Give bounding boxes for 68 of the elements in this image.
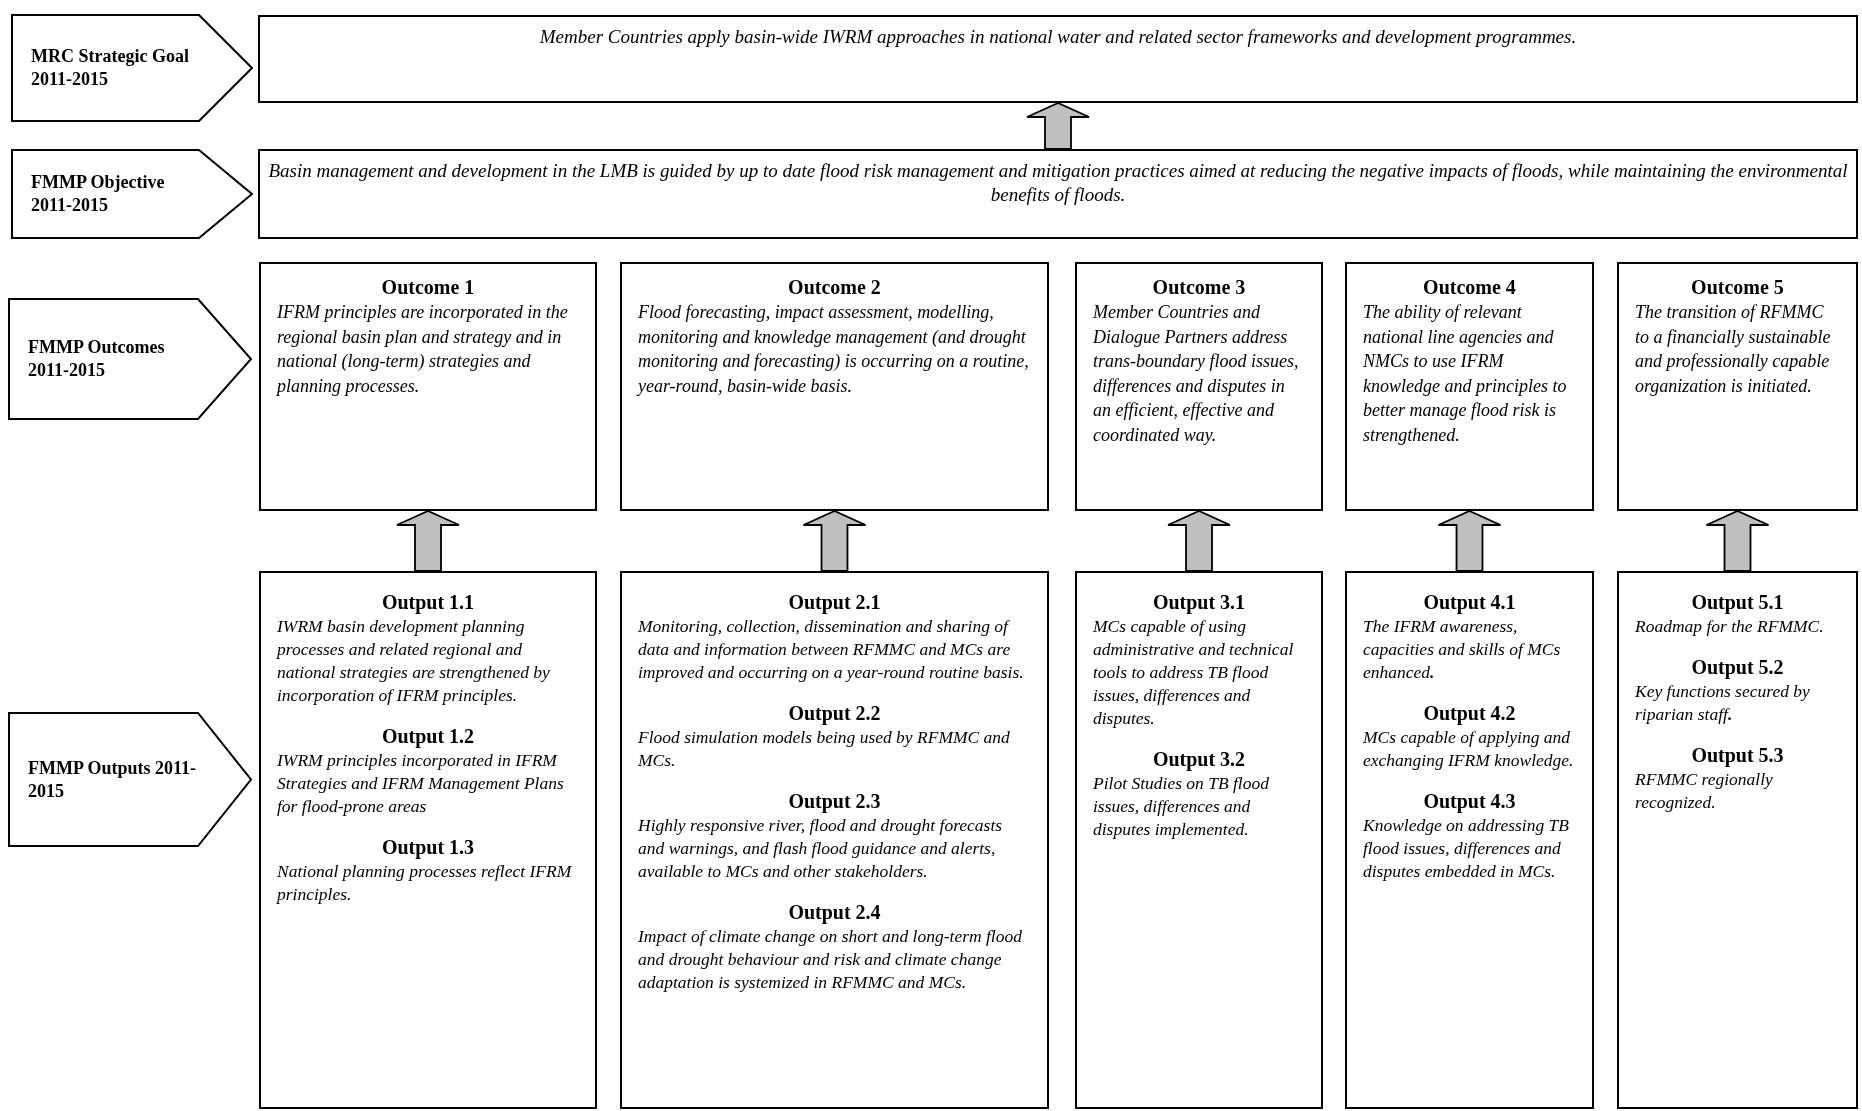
description-text: National planning processes reflect IFRM principles.	[277, 860, 573, 906]
output-box	[259, 571, 597, 1109]
stage-label: FMMP Outcomes 2011-2015	[28, 336, 166, 382]
description-text: Member Countries and Dialogue Partners address trans-boundary flood issues, differences and disputes in an efficient, effective and coordinated way.	[1093, 301, 1300, 447]
block-arrow	[1705, 510, 1770, 572]
box-heading: Output 4.2	[1422, 701, 1517, 726]
description-text: Flood simulation models being used by RFMMC and MCs.	[638, 726, 1011, 772]
block-arrow	[1026, 102, 1090, 150]
block-arrow	[1437, 510, 1502, 572]
stage-label: FMMP Objective 2011-2015	[31, 171, 166, 217]
box-heading: Output 5.1	[1690, 590, 1785, 615]
outcome-box	[1617, 262, 1858, 511]
statement-box	[258, 15, 1858, 103]
box-heading: Output 4.3	[1422, 789, 1517, 814]
description-text: IFRM principles are incorporated in the regional basin plan and strategy and in national (long-term) strategies and planning processes.	[277, 301, 569, 398]
block-arrow	[802, 510, 867, 572]
box-heading: Output 3.2	[1151, 747, 1247, 772]
statement-box	[258, 149, 1858, 239]
description-text: IWRM principles incorporated in IFRM Strategies and IFRM Management Plans for flood-prone areas	[277, 749, 565, 818]
output-box	[1075, 571, 1323, 1109]
description-text: MCs capable of using administrative and technical tools to address TB flood issues, differences and disputes.	[1093, 615, 1295, 730]
description-text: Flood forecasting, impact assessment, modelling, monitoring and knowledge management (and drought monitoring and forecasting) is occurring on a routine, year-round, basin-wide basis.	[638, 301, 1030, 398]
description-text: Monitoring, collection, dissemination and sharing of data and information between RFMMC and MCs are improved and occurring on a year-round routine basis.	[638, 615, 1025, 684]
outcome-box	[1075, 262, 1323, 511]
box-heading: Output 3.1	[1151, 590, 1247, 615]
box-heading: Output 5.3	[1690, 743, 1785, 768]
outcome-box	[259, 262, 597, 511]
box-heading: Outcome 4	[1422, 275, 1517, 300]
outcome-box	[620, 262, 1049, 511]
description-text: IWRM basin development planning processes and related regional and national strategies are strengthened by incorporation of IFRM principles.	[277, 615, 551, 707]
stage-pentagon	[11, 14, 254, 122]
box-heading: Output 2.2	[787, 701, 882, 726]
statement-text: Member Countries apply basin-wide IWRM approaches in national water and related sector frameworks and development programmes.	[539, 25, 1577, 49]
output-box	[620, 571, 1049, 1109]
output-box	[1617, 571, 1858, 1109]
box-heading: Output 1.1	[380, 590, 476, 615]
output-box	[1345, 571, 1594, 1109]
box-heading: Output 2.3	[787, 789, 882, 814]
statement-text: Basin management and development in the LMB is guided by up to date flood risk management and mitigation practices aimed at reducing the negative impacts of floods, while maintaining the environmental benefits of floods.	[267, 159, 1849, 207]
description-text: MCs capable of applying and exchanging IFRM knowledge.	[1363, 726, 1575, 772]
stage-pentagon	[8, 298, 253, 420]
block-arrow	[396, 510, 460, 572]
box-heading: Output 1.2	[380, 724, 476, 749]
description-text: The IFRM awareness, capacities and skills of MCs enhanced.	[1363, 615, 1562, 684]
box-heading: Output 2.1	[787, 590, 882, 615]
description-text: Roadmap for the RFMMC.	[1635, 615, 1825, 638]
stage-label: MRC Strategic Goal 2011-2015	[31, 45, 190, 91]
description-text: The ability of relevant national line agencies and NMCs to use IFRM knowledge and principles to better manage flood risk is strengthened.	[1363, 301, 1568, 447]
box-heading: Outcome 2	[787, 275, 882, 300]
description-text: The transition of RFMMC to a financially sustainable and professionally capable organization is initiated.	[1635, 301, 1832, 398]
box-heading: Output 2.4	[787, 900, 882, 925]
description-text: RFMMC regionally recognized.	[1635, 768, 1774, 814]
box-heading: Output 4.1	[1422, 590, 1517, 615]
description-text: Impact of climate change on short and long-term flood and drought behaviour and risk and climate change adaptation is systemized in RFMMC and MCs.	[638, 925, 1023, 994]
box-heading: Outcome 5	[1690, 275, 1785, 300]
description-text: Knowledge on addressing TB flood issues, differences and disputes embedded in MCs.	[1363, 814, 1570, 883]
block-arrow	[1167, 510, 1231, 572]
description-text: Pilot Studies on TB flood issues, differences and disputes implemented.	[1093, 772, 1270, 841]
description-text: Highly responsive river, flood and drought forecasts and warnings, and flash flood guidance and alerts, available to MCs and other stakeholders.	[638, 814, 1004, 883]
box-heading: Outcome 3	[1151, 275, 1247, 300]
outcome-box	[1345, 262, 1594, 511]
box-heading: Output 5.2	[1690, 655, 1785, 680]
box-heading: Outcome 1	[380, 275, 476, 300]
box-heading: Output 1.3	[380, 835, 476, 860]
stage-label: FMMP Outputs 2011-2015	[28, 756, 197, 803]
description-text: Key functions secured by riparian staff.	[1635, 680, 1811, 726]
stage-pentagon	[11, 149, 254, 239]
stage-pentagon	[8, 712, 253, 847]
